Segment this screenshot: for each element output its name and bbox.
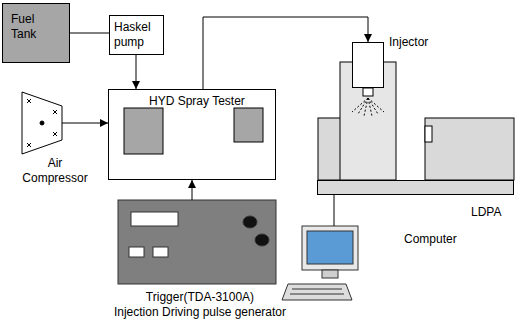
- spray-plume: [352, 88, 384, 116]
- node-label: Trigger(TDA-3100A): [95, 290, 305, 305]
- ldpa-blocks: [318, 62, 514, 180]
- connector: [136, 55, 137, 89]
- text-group: LDPA: [471, 205, 511, 220]
- tester-panel: [124, 108, 163, 154]
- connector: [70, 33, 109, 34]
- node-label: LDPA: [471, 205, 511, 220]
- connector: [334, 195, 335, 226]
- trigger-node: Trigger(TDA-3100A)Injection Driving puls…: [95, 200, 305, 332]
- connector: [90, 123, 108, 124]
- compressor-symbol: [22, 92, 90, 154]
- node-label: Injection Driving pulse generator: [95, 305, 305, 320]
- text-group: HYD Spray Tester: [149, 94, 269, 109]
- computer-node: Computer: [282, 226, 354, 302]
- compressor-node: Air Compressor: [20, 88, 90, 182]
- text-group: Injector: [389, 35, 449, 50]
- text-group: Trigger(TDA-3100A)Injection Driving puls…: [95, 290, 305, 320]
- connector: [192, 180, 193, 200]
- node-label: Haskel pump: [114, 20, 160, 50]
- tester-panel: [234, 108, 263, 142]
- node-label: Fuel Tank: [11, 12, 51, 42]
- connector: [203, 17, 368, 89]
- tank-box: Fuel Tank: [2, 3, 70, 63]
- node-label: Air Compressor: [20, 156, 90, 186]
- ldpa-base: LDPA: [317, 180, 514, 195]
- tester-box: HYD Spray Tester: [108, 89, 276, 180]
- pulse-generator-device: [118, 200, 276, 284]
- text-group: Haskel pump: [114, 20, 160, 50]
- node-label: Computer: [404, 232, 474, 247]
- node-label: HYD Spray Tester: [149, 94, 269, 109]
- text-group: Fuel Tank: [11, 12, 51, 42]
- injector-box: Injector: [352, 42, 384, 88]
- text-group: Air Compressor: [20, 156, 90, 186]
- text-group: Computer: [404, 232, 474, 247]
- node-label: Injector: [389, 35, 449, 50]
- computer-icon: [282, 226, 358, 300]
- pump-box: Haskel pump: [109, 15, 164, 55]
